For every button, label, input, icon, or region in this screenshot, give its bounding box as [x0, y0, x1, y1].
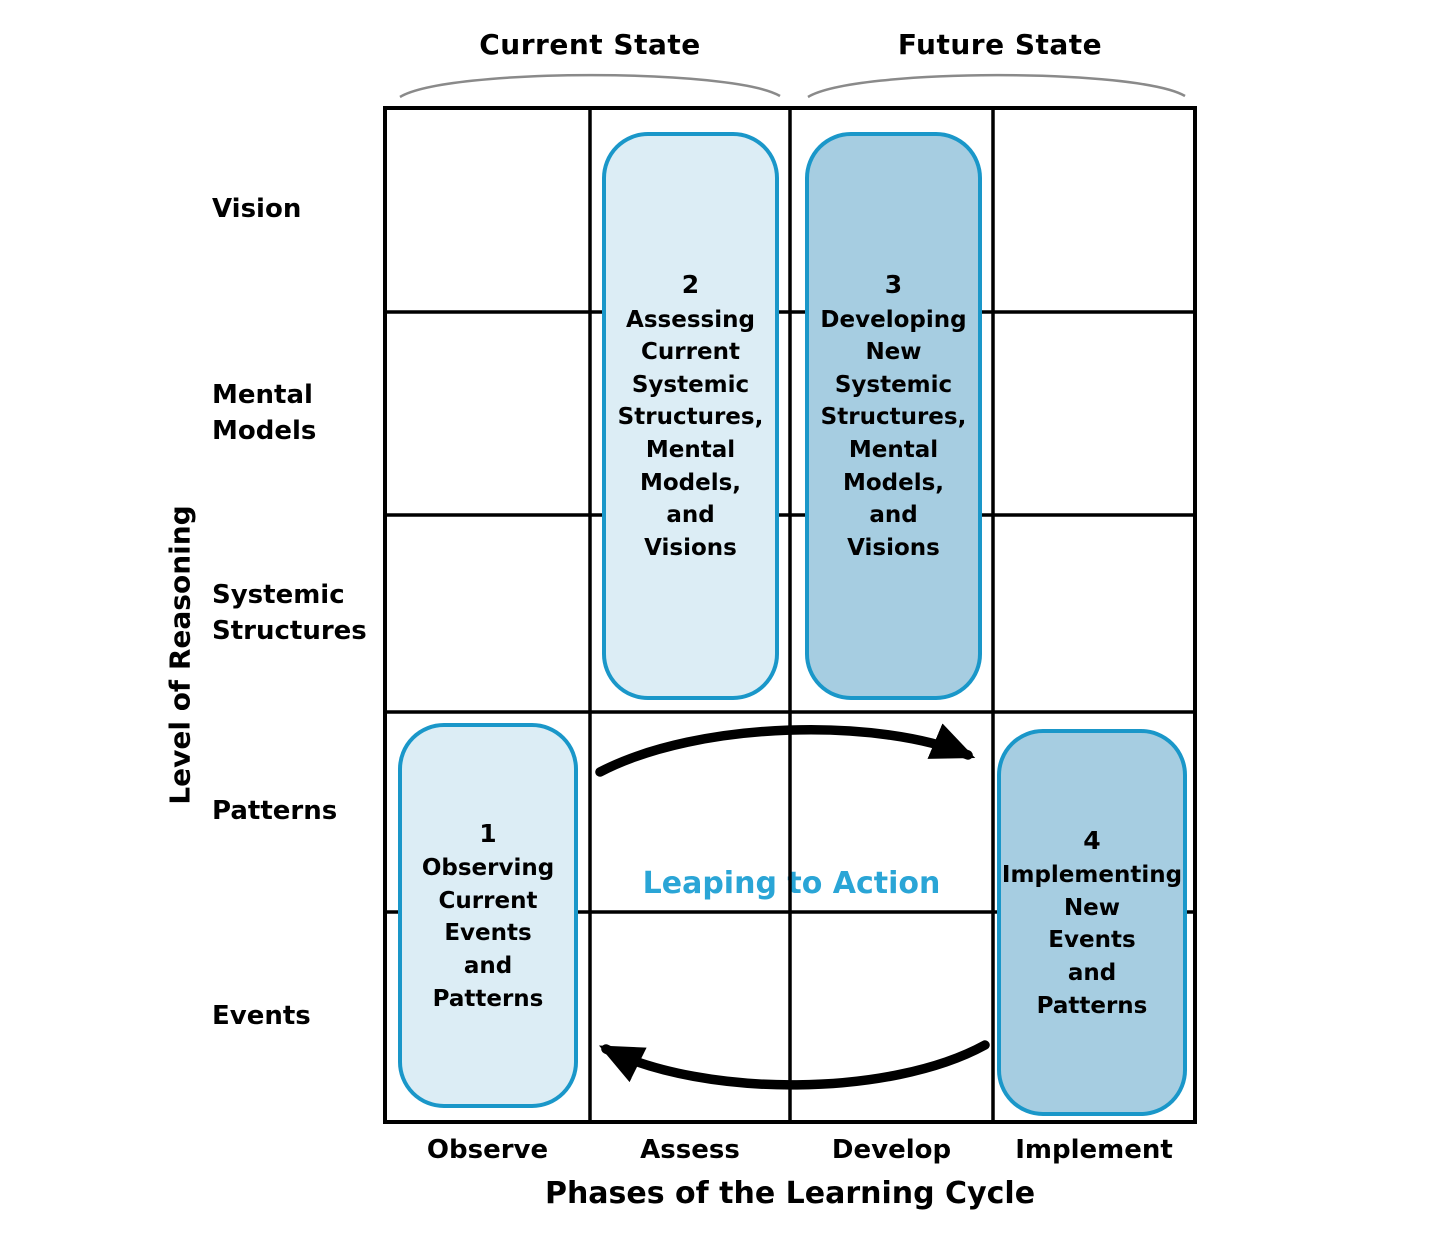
- pill-2-number: 2: [681, 270, 700, 300]
- pill-4-text: Implementing New Events and Patterns: [1001, 861, 1183, 1019]
- row-label-events: Events: [212, 1001, 311, 1032]
- pill-1-observing: 1 Observing Current Events and Patterns: [398, 723, 578, 1108]
- pill-1-text: Observing Current Events and Patterns: [421, 854, 555, 1012]
- forward-cycle-arrow: [595, 723, 976, 777]
- row-label-vision: Vision: [212, 194, 302, 225]
- pill-3-text: Developing New Systemic Structures, Ment…: [820, 306, 967, 562]
- pill-2-assessing: 2 Assessing Current Systemic Structures,…: [602, 132, 779, 700]
- future-state-label: Future State: [897, 28, 1103, 61]
- diagram-title: Phases of the Learning Cycle: [544, 1176, 1036, 1211]
- pill-1-number: 1: [479, 818, 497, 848]
- y-axis-label: Level of Reasoning: [163, 505, 197, 805]
- row-label-systemic-structures: Systemic Structures: [212, 580, 367, 646]
- pill-4-implementing: 4 Implementing New Events and Patterns: [997, 729, 1187, 1116]
- future-state-brace: [807, 73, 1186, 99]
- col-label-observe: Observe: [426, 1135, 549, 1165]
- return-cycle-arrow: [598, 1040, 990, 1090]
- pill-4-number: 4: [1083, 825, 1101, 855]
- pill-2-text: Assessing Current Systemic Structures, M…: [617, 306, 764, 562]
- row-label-patterns: Patterns: [212, 796, 338, 827]
- current-state-brace: [399, 73, 781, 99]
- col-label-develop: Develop: [831, 1135, 952, 1165]
- current-state-label: Current State: [479, 28, 701, 61]
- col-label-implement: Implement: [1015, 1135, 1173, 1165]
- col-label-assess: Assess: [640, 1135, 740, 1165]
- row-label-mental-models: Mental Models: [212, 380, 317, 446]
- pill-3-developing: 3 Developing New Systemic Structures, Me…: [805, 132, 982, 700]
- pill-3-number: 3: [884, 270, 903, 300]
- leaping-to-action-label: Leaping to Action: [642, 866, 941, 901]
